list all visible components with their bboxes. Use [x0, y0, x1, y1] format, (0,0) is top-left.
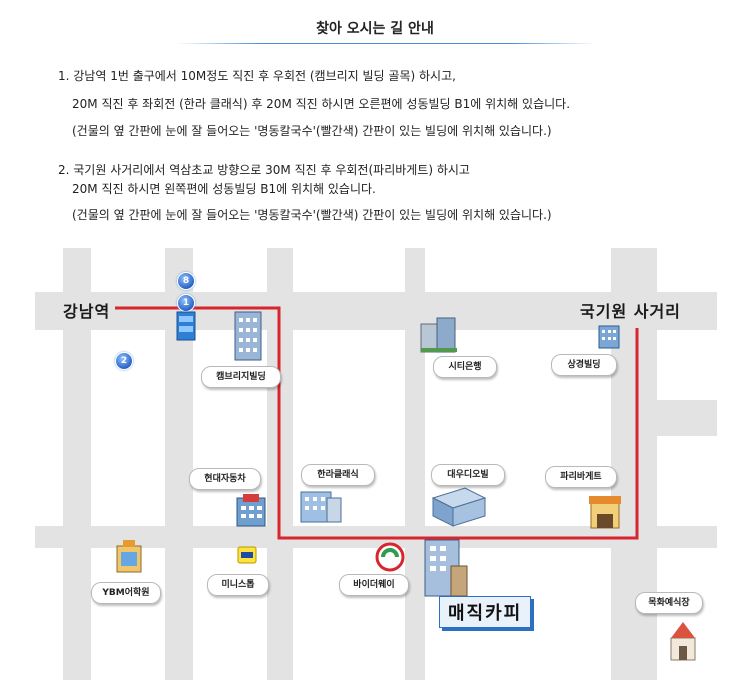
direction-2-line-3: (건물의 옆 간판에 눈에 잘 들어오는 '명동칼국수'(빨간색) 간판이 있는…: [72, 208, 552, 222]
magic-copy-building-icon: [424, 539, 468, 597]
exit-8-icon: 8: [177, 272, 195, 290]
label-cambridge-building: 캠브리지빌딩: [201, 366, 281, 388]
direction-1-line-3: (건물의 옆 간판에 눈에 잘 들어오는 '명동칼국수'(빨간색) 간판이 있는…: [72, 124, 552, 138]
label-citibank: 시티은행: [433, 356, 497, 378]
ministop-icon: [237, 546, 257, 564]
label-ministop: 미니스톱: [207, 574, 269, 596]
label-kukkiwon-intersection: 국기원 사거리: [580, 302, 681, 321]
label-paris-baguette: 파리바게트: [545, 466, 617, 488]
ybm-building-icon: [116, 540, 142, 573]
label-buythe-way: 바이더웨이: [339, 574, 409, 596]
title-divider: [176, 43, 596, 44]
daewoo-building-icon: [431, 487, 487, 527]
label-halla-classic: 한라클래식: [301, 464, 375, 486]
label-daewoo-ohvill: 대우디오빌: [431, 464, 505, 486]
label-hyundai-motors: 현대자동차: [189, 468, 261, 490]
page-title: 찾아 오시는 길 안내: [316, 21, 434, 37]
road-v4: [405, 248, 425, 680]
exit-2-icon: 2: [115, 352, 133, 370]
hyundai-building-icon: [236, 494, 266, 527]
road-h-right: [635, 400, 717, 436]
halla-classic-building-icon: [300, 491, 342, 523]
buythe-way-icon: [375, 542, 405, 572]
cambridge-building-icon: [234, 311, 262, 361]
label-sangkyung-building: 상경빌딩: [551, 354, 617, 376]
subway-exit-icon: [176, 311, 196, 341]
citibank-building-icon: [420, 317, 457, 353]
sangkyung-building-icon: [598, 325, 620, 349]
direction-2-line-1: 2. 국기원 사거리에서 역삼초교 방향으로 30M 직진 후 우회전(파리바게…: [58, 163, 470, 177]
label-ybm-academy: YBM어학원: [91, 582, 161, 604]
location-map: 강남역 국기원 사거리 8 1 2: [35, 248, 717, 680]
route-line: [115, 306, 639, 540]
label-gangnam-station: 강남역: [63, 302, 111, 321]
label-mokhwa-wedding-hall: 목화예식장: [635, 592, 703, 614]
direction-1-line-2: 20M 직진 후 좌회전 (한라 클래식) 후 20M 직진 하시면 오른편에 …: [72, 97, 571, 111]
road-h-main: [35, 292, 717, 330]
direction-2-line-2: 20M 직진 하시면 왼쪽편에 성동빌딩 B1에 위치해 있습니다.: [72, 182, 376, 196]
paris-baguette-building-icon: [589, 496, 621, 529]
direction-1-line-1: 1. 강남역 1번 출구에서 10M정도 직진 후 우회전 (캠브리지 빌딩 골…: [58, 69, 456, 83]
destination-magic-copy[interactable]: 매직카피: [439, 596, 532, 628]
mokhwa-wedding-hall-icon: [670, 622, 696, 661]
